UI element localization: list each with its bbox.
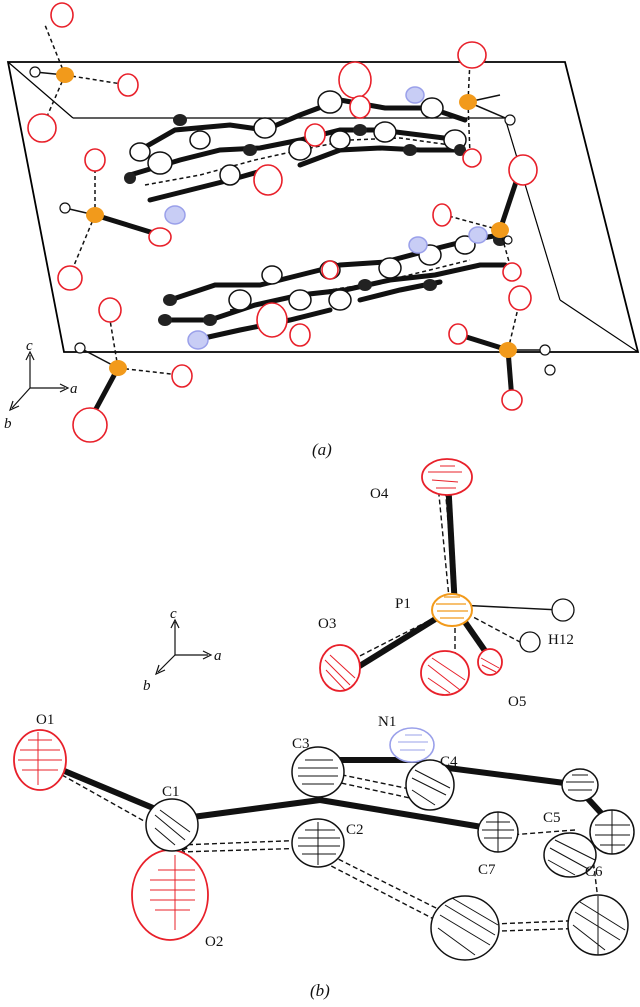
unit-cell-inner-edge	[504, 117, 561, 301]
label-O1: O1	[36, 712, 54, 728]
atom-C4	[405, 759, 455, 811]
label-O4: O4	[370, 486, 389, 502]
unit-cell-inner-edge	[559, 299, 639, 353]
label-C7: C7	[478, 862, 496, 878]
atom-H-p	[551, 598, 575, 622]
unit-cell-inner-edge	[7, 61, 74, 119]
label-O2: O2	[205, 934, 223, 950]
lower-molecule-atoms	[158, 226, 507, 350]
atom-C3	[291, 746, 345, 798]
atom-O2	[131, 849, 209, 941]
phosphite-group-mid-left	[57, 148, 172, 291]
label-C5: C5	[543, 810, 561, 826]
axis-label-b-b: b	[143, 678, 151, 694]
axis-label-b: b	[4, 416, 12, 432]
panel-caption-b: (b)	[310, 981, 330, 1000]
phosphite-group-top-right	[457, 41, 516, 168]
label-O5: O5	[508, 694, 526, 710]
label-C4: C4	[440, 754, 458, 770]
atom-C1	[145, 798, 199, 852]
label-O3: O3	[318, 616, 336, 632]
panel-a-unit-cell-packing: c a b (a)	[4, 2, 640, 459]
atom-C-ring-a	[430, 895, 500, 961]
axis-label-c-b: c	[170, 606, 177, 622]
axis-label-a: a	[70, 381, 78, 397]
label-H12: H12	[548, 632, 574, 648]
axis-label-c: c	[26, 338, 33, 354]
upper-molecule-atoms	[124, 61, 467, 225]
label-P1: P1	[395, 596, 411, 612]
axes-triad-panel-b	[155, 618, 213, 676]
atom-O3	[319, 644, 361, 692]
cation-atoms	[13, 727, 635, 961]
atom-N1	[389, 727, 435, 763]
atom-labels: O4 P1 O3 H12 O5 N1 O1 C3 C4 C1 C2 C5 C7 …	[36, 486, 603, 950]
label-C2: C2	[346, 822, 364, 838]
label-C6: C6	[585, 864, 603, 880]
label-C3: C3	[292, 736, 310, 752]
label-C1: C1	[162, 784, 180, 800]
atom-O5-shadow	[420, 650, 470, 696]
axes-triad-panel-a	[9, 350, 70, 412]
phosphite-atoms	[319, 458, 575, 696]
phosphite-group-mid-right	[432, 154, 538, 282]
phosphite-group-bottom-left	[72, 297, 193, 443]
atom-O5	[477, 648, 503, 676]
panel-caption: (a)	[312, 440, 332, 459]
phosphite-group-top-left	[27, 2, 139, 143]
atom-O4	[421, 458, 473, 496]
atom-C5	[561, 768, 599, 802]
phosphite-group-bottom-right	[448, 285, 556, 411]
atom-P1	[431, 593, 473, 627]
atom-H12	[519, 631, 541, 653]
panel-b-asymmetric-unit: O4 P1 O3 H12 O5 N1 O1 C3 C4 C1 C2 C5 C7 …	[13, 458, 635, 1000]
lower-molecule-dashed-bonds	[229, 259, 471, 311]
label-N1: N1	[378, 714, 396, 730]
axis-label-a-b: a	[214, 648, 222, 664]
upper-molecule-dashed-bonds	[144, 137, 451, 186]
